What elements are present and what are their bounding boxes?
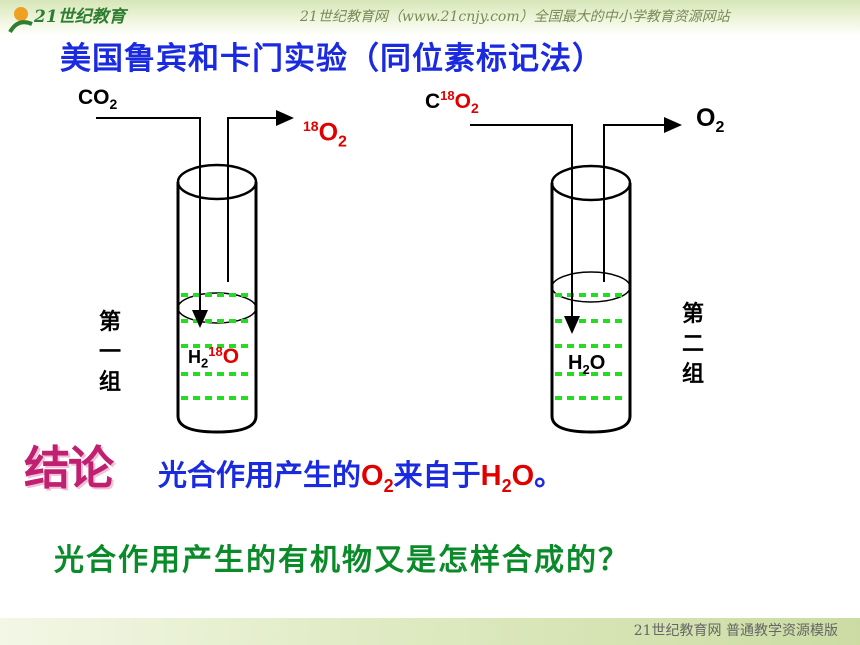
gas-flow-arrows-2 [470, 117, 682, 334]
conclusion-text: 光合作用产生的O2来自于H2O。 [158, 458, 564, 496]
header-note: 21世纪教育网（www.21cnjy.com）全国最大的中小学教育资源网站 [300, 9, 730, 25]
group2-output-label: O2 [696, 104, 725, 136]
test-tube-1 [176, 163, 258, 434]
test-tube-2 [550, 164, 632, 434]
water-level-lines-2 [555, 293, 627, 400]
group2-input-label: C18O2 [425, 88, 479, 117]
logo-text: 21世纪教育 [34, 7, 126, 27]
footer-bar [0, 618, 860, 645]
group2-name: 第二组 [681, 302, 704, 387]
header-bar [0, 0, 860, 36]
logo-icon [8, 7, 33, 34]
group2-water-label: H2O [568, 352, 606, 377]
group1-input-label: CO2 [78, 86, 118, 113]
group1-name: 第一组 [98, 310, 121, 395]
gas-flow-arrows-1 [96, 110, 294, 328]
conclusion-label: 结论 [24, 441, 114, 495]
page-title: 美国鲁宾和卡门实验（同位素标记法） [60, 41, 604, 77]
footer-note: 21世纪教育网 普通教学资源模版 [633, 623, 838, 639]
group1-output-label: 18O2 [303, 118, 347, 151]
group1-water-label: H218O [188, 344, 240, 371]
question-text: 光合作用产生的有机物又是怎样合成的？ [54, 543, 630, 578]
